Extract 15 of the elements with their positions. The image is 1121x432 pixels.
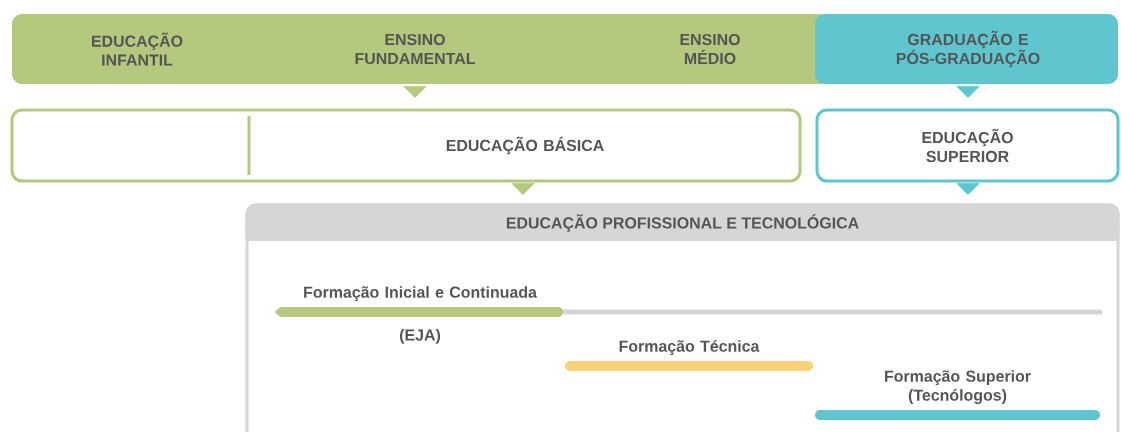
pointer-arrow <box>511 182 535 195</box>
node-label: Formação Inicial e Continuada <box>304 286 538 302</box>
level-box: EDUCAÇÃO SUPERIOR <box>815 108 1120 183</box>
node-label: (EJA) <box>399 329 441 344</box>
timeline-bar: Formação Inicial e Continuada (EJA) <box>277 286 563 344</box>
timeline-bar: Formação Superior (Tecnólogos) <box>815 370 1100 420</box>
pointer-arrow <box>956 182 980 195</box>
pointer-arrow <box>956 85 980 98</box>
node-label: Formação Superior (Tecnólogos) <box>885 370 1031 404</box>
level-band: EDUCAÇÃO INFANTIL ENSINO FUNDAMENTAL ENSINO MÉDIO <box>12 14 830 84</box>
level-box: EDUCAÇÃO BÁSICA <box>10 108 802 183</box>
level-band: GRADUAÇÃO E PÓS-GRADUAÇÃO <box>815 14 1118 84</box>
timeline-bar: Formação Técnica <box>565 340 813 371</box>
node-label: Formação Técnica <box>619 340 760 356</box>
pointer-arrow <box>403 85 427 98</box>
